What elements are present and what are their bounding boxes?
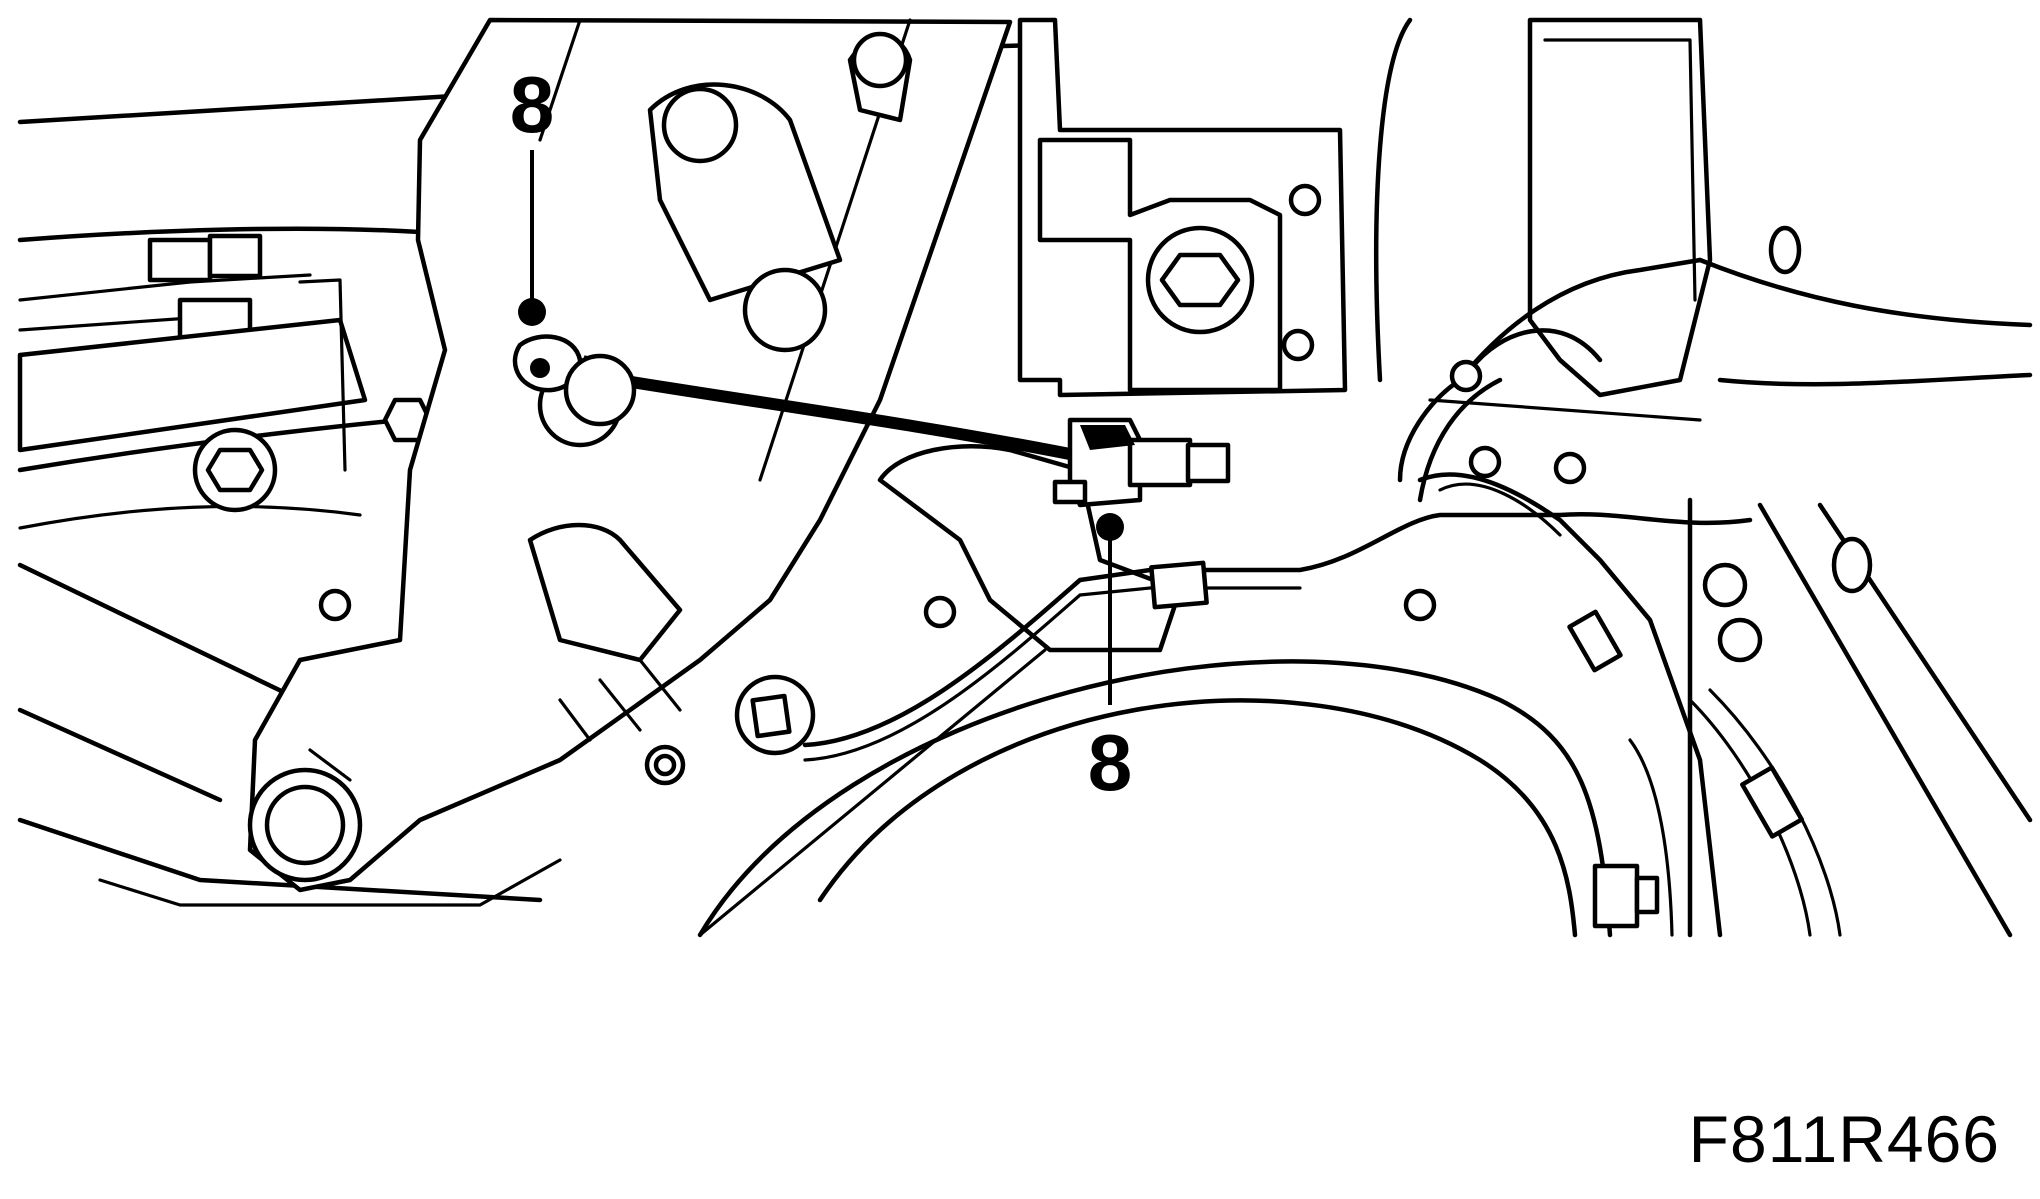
- brake-hoses: [802, 257, 1804, 938]
- sensor-connector: [1052, 417, 1231, 508]
- hinge-arm-assembly: [247, 17, 1013, 893]
- callout-label-2: 8: [1088, 718, 1133, 807]
- callout-label-1: 8: [510, 60, 555, 149]
- figure-code: F811R466: [1688, 1102, 2000, 1176]
- left-frame-structure: [17, 42, 1043, 907]
- sensor-cable: [512, 334, 1096, 464]
- right-frame-structure: [1374, 17, 2033, 938]
- callout-leader-2: [1096, 513, 1124, 705]
- wheel-arch: [697, 444, 1842, 938]
- callout-leader-1: [518, 150, 546, 326]
- mounting-bracket: [1017, 17, 1348, 398]
